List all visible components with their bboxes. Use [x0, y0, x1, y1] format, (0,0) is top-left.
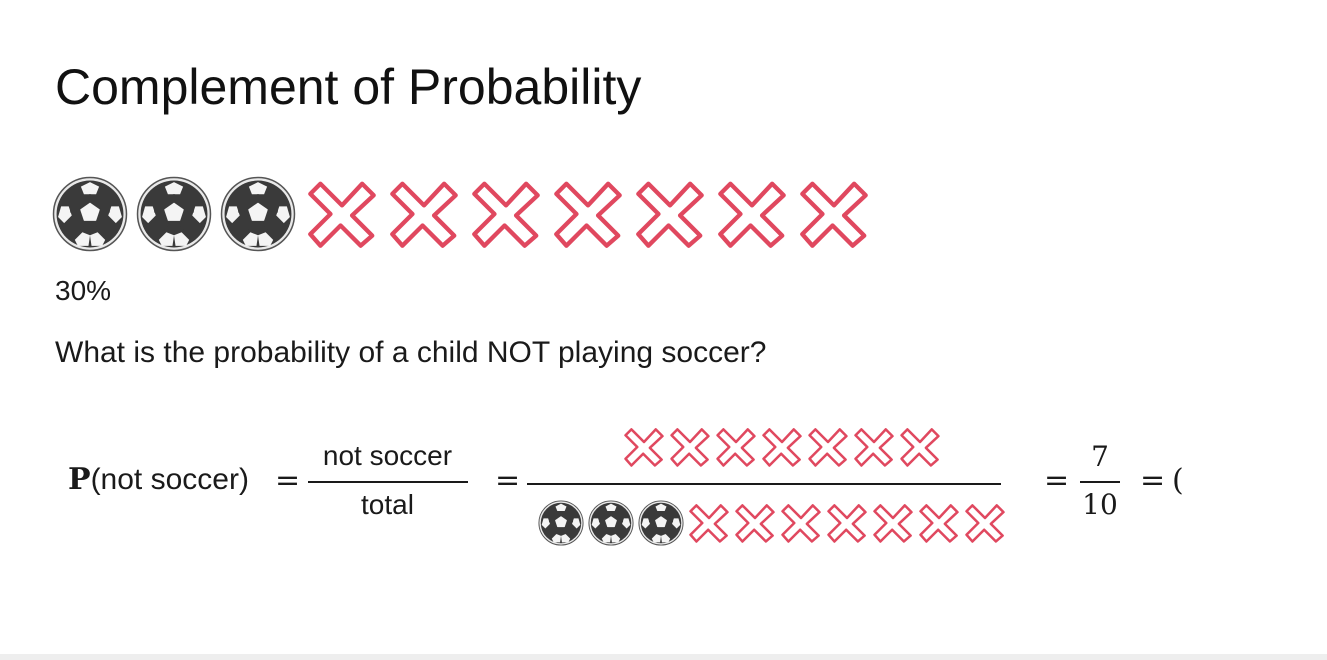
p-argument: (not soccer) — [90, 463, 249, 496]
p-expression: P(not soccer) — [68, 462, 249, 497]
numeric-numerator: 7 — [1091, 440, 1109, 473]
red-x-icon — [872, 500, 914, 546]
equals-sign: = — [1044, 463, 1070, 498]
fraction-bar — [527, 483, 1001, 485]
red-x-icon — [715, 424, 757, 470]
red-x-icon — [688, 500, 730, 546]
equals-sign: = — [1140, 463, 1166, 498]
p-symbol: P — [68, 462, 91, 497]
word-numerator: not soccer — [322, 440, 453, 471]
soccer-ball-icon — [588, 500, 634, 546]
soccer-ball-icon — [638, 500, 684, 546]
red-x-icon — [761, 424, 803, 470]
equals-sign: = — [275, 463, 301, 498]
question-text: What is the probability of a child NOT p… — [55, 336, 767, 369]
numeric-denominator: 10 — [1082, 488, 1118, 521]
red-x-icon — [734, 500, 776, 546]
red-x-icon — [964, 500, 1006, 546]
truncated-text: ( — [1172, 463, 1184, 498]
fraction-bar — [308, 481, 468, 483]
fraction-bar — [1080, 481, 1120, 483]
red-x-icon — [623, 424, 665, 470]
icon-numerator — [623, 424, 941, 470]
red-x-icon — [780, 500, 822, 546]
red-x-icon — [807, 424, 849, 470]
slide-title: Complement of Probability — [55, 59, 642, 115]
word-denominator: total — [361, 489, 414, 520]
icon-denominator — [538, 500, 1006, 546]
bottom-bar — [0, 654, 1327, 660]
red-x-icon — [853, 424, 895, 470]
equals-sign: = — [495, 463, 521, 498]
red-x-icon — [899, 424, 941, 470]
red-x-icon — [669, 424, 711, 470]
soccer-ball-icon — [538, 500, 584, 546]
percent-label: 30% — [55, 275, 112, 306]
red-x-icon — [918, 500, 960, 546]
red-x-icon — [826, 500, 868, 546]
